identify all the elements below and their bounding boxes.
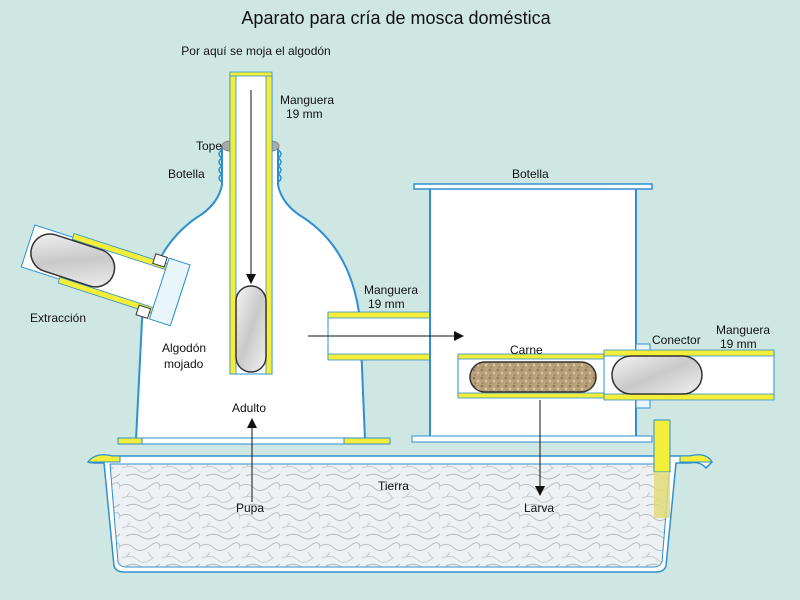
label-cotton-wet: mojado: [164, 357, 204, 371]
label-larva: Larva: [524, 501, 554, 515]
right-bottle: [411, 183, 653, 443]
label-extraction: Extracción: [30, 311, 86, 325]
support-post: [653, 419, 671, 518]
label-cotton: Algodón: [162, 341, 206, 355]
label-connector: Conector: [652, 333, 701, 347]
label-top-note: Por aquí se moja el algodón: [181, 44, 330, 58]
label-bottle-left: Botella: [168, 167, 205, 181]
label-adult: Adulto: [232, 401, 266, 415]
label-hose-right: Manguera: [716, 323, 770, 337]
label-hose-top: Manguera: [280, 93, 334, 107]
label-hose-mid-size: 19 mm: [368, 297, 405, 311]
label-hose-right-size: 19 mm: [720, 337, 757, 351]
label-meat: Carne: [510, 343, 543, 357]
label-pupa: Pupa: [236, 501, 264, 515]
extraction-tube: [20, 224, 191, 327]
label-tope: Tope: [196, 139, 222, 153]
label-soil: Tierra: [378, 479, 409, 493]
cotton-vertical: [235, 285, 267, 373]
label-hose-mid: Manguera: [364, 283, 418, 297]
soil-tray: [86, 454, 713, 573]
diagram-title: Aparato para cría de mosca doméstica: [241, 8, 551, 28]
meat-sample: [469, 361, 597, 393]
right-hose: [603, 349, 775, 401]
label-bottle-right: Botella: [512, 167, 549, 181]
label-hose-top-size: 19 mm: [286, 107, 323, 121]
